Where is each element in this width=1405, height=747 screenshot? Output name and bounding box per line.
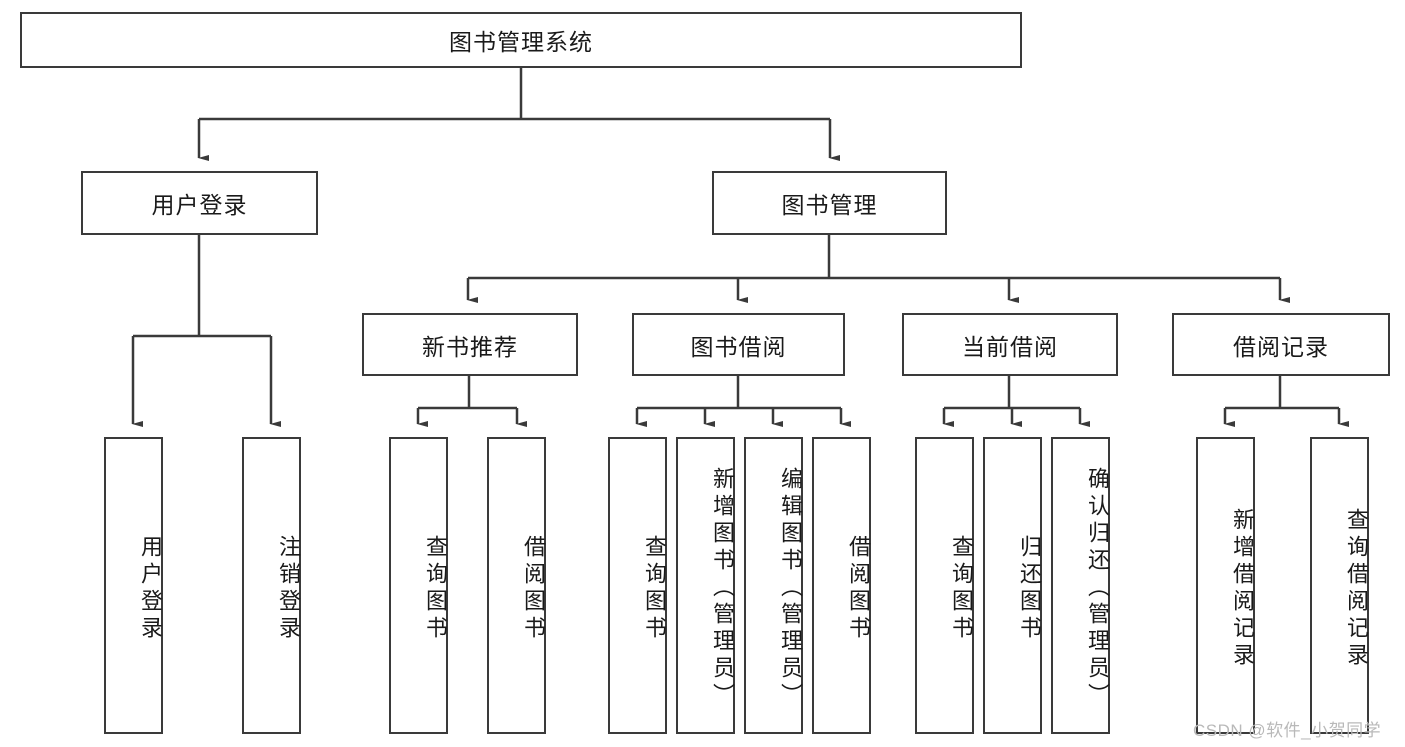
leaf-borrow-add-book-admin[interactable]: 新增图书（管理员） [676,437,735,734]
node-label: 确认归还（管理员） [1085,467,1110,710]
node-label: 借阅图书 [521,534,546,643]
node-label: 用户登录 [151,192,248,218]
node-book-management[interactable]: 图书管理 [712,171,947,235]
watermark-text: CSDN @软件_小贺同学 [1193,721,1382,740]
node-borrow-record[interactable]: 借阅记录 [1172,313,1390,376]
leaf-record-query-record[interactable]: 查询借阅记录 [1310,437,1369,734]
node-label: 查询图书 [642,534,667,643]
leaf-current-query-book[interactable]: 查询图书 [915,437,974,734]
node-label: 查询图书 [949,534,974,643]
node-current-borrow[interactable]: 当前借阅 [902,313,1118,376]
node-label: 当前借阅 [962,333,1058,360]
node-label: 借阅记录 [1233,333,1329,360]
node-book-borrow[interactable]: 图书借阅 [632,313,845,376]
node-label: 注销登录 [276,534,301,643]
leaf-borrow-borrow-book[interactable]: 借阅图书 [812,437,871,734]
node-new-book-recommend[interactable]: 新书推荐 [362,313,578,376]
node-label: 借阅图书 [846,534,871,643]
node-label: 图书管理系统 [449,29,593,55]
leaf-current-return-book[interactable]: 归还图书 [983,437,1042,734]
node-label: 新书推荐 [422,333,518,360]
node-label: 编辑图书（管理员） [778,467,803,710]
node-label: 图书管理 [781,192,878,218]
leaf-record-add-record[interactable]: 新增借阅记录 [1196,437,1255,734]
node-label: 图书借阅 [690,333,787,360]
node-root-system[interactable]: 图书管理系统 [20,12,1022,68]
node-label: 新增图书（管理员） [710,467,735,710]
leaf-borrow-query-book[interactable]: 查询图书 [608,437,667,734]
leaf-recommend-borrow-book[interactable]: 借阅图书 [487,437,546,734]
node-user-login[interactable]: 用户登录 [81,171,318,235]
node-label: 查询借阅记录 [1344,507,1369,670]
node-label: 归还图书 [1017,534,1042,643]
leaf-user-login-logout[interactable]: 注销登录 [242,437,301,734]
leaf-user-login-login[interactable]: 用户登录 [104,437,163,734]
node-label: 用户登录 [138,534,163,643]
node-label: 查询图书 [423,534,448,643]
leaf-current-confirm-return-admin[interactable]: 确认归还（管理员） [1051,437,1110,734]
node-label: 新增借阅记录 [1230,507,1255,670]
leaf-borrow-edit-book-admin[interactable]: 编辑图书（管理员） [744,437,803,734]
leaf-recommend-query-book[interactable]: 查询图书 [389,437,448,734]
